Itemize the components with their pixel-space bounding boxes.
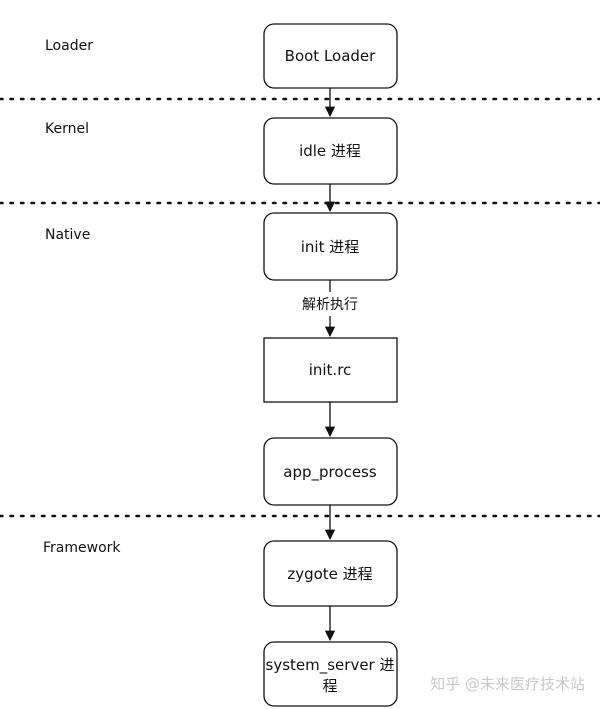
node-label-app-process: app_process (283, 463, 377, 482)
node-label-boot-loader: Boot Loader (285, 47, 377, 65)
node-label-zygote: zygote 进程 (287, 565, 372, 583)
node-label-init: init 进程 (301, 238, 360, 256)
layer-label-native: Native (45, 227, 90, 243)
node-app-process (263, 437, 398, 506)
watermark: 知乎 @未来医疗技术站 (430, 675, 585, 693)
node-system-server (263, 641, 398, 707)
node-label-idle: idle 进程 (299, 142, 361, 160)
edge-label-background (294, 292, 366, 316)
node-init (263, 212, 398, 281)
layer-label-framework: Framework (43, 540, 121, 556)
node-idle (263, 117, 398, 185)
layer-label-kernel: Kernel (45, 121, 89, 137)
node-label-system-server-line-1: system_server 进 (266, 656, 395, 675)
node-zygote (263, 540, 398, 607)
edge-label-parse-execute: 解析执行 (302, 297, 358, 313)
node-init-rc (263, 337, 398, 403)
node-label-system-server-line-2: 程 (322, 677, 337, 695)
node-boot-loader (263, 23, 398, 89)
layer-label-loader: Loader (45, 38, 93, 54)
node-label-init-rc: init.rc (309, 361, 352, 379)
